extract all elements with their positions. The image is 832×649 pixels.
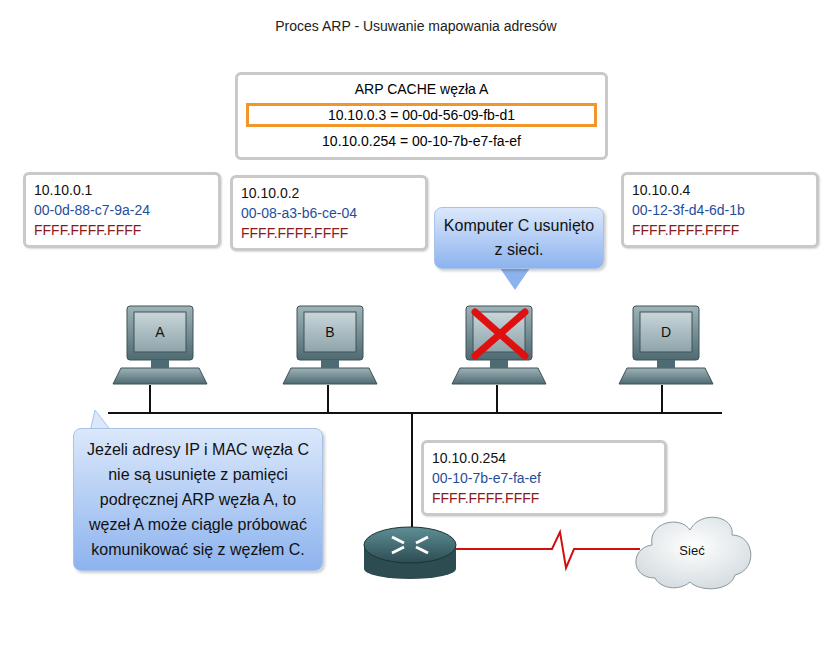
node-text: 10.10.0.4 [632, 180, 808, 200]
drop-line [411, 413, 413, 528]
diagram-title: Proces ARP - Usuwanie mapowania adresów [0, 18, 832, 34]
arp-cache-box: ARP CACHE węzła A 10.10.0.3 = 00-0d-56-09… [235, 72, 608, 160]
node-text: FFFF.FFFF.FFFF [432, 488, 656, 508]
host-info-box: 10.10.0.400-12-3f-d4-6d-1bFFFF.FFFF.FFFF [621, 172, 819, 248]
computer-icon [113, 306, 207, 384]
cloud-shape [636, 517, 751, 589]
host-info-box: 10.10.0.100-0d-88-c7-9a-24FFFF.FFFF.FFFF [23, 172, 221, 248]
computer-label: D [640, 312, 692, 352]
router-info-box: 10.10.0.25400-10-7b-e7-fa-efFFFF.FFFF.FF… [421, 440, 667, 516]
router-icon [364, 527, 456, 579]
computer-icon [619, 306, 713, 384]
network-cloud: Sieć [652, 530, 732, 570]
node-text: 00-0d-88-c7-9a-24 [34, 200, 210, 220]
node-text: B [325, 324, 334, 340]
node-text: A [155, 324, 164, 340]
node-text: ARP CACHE węzła A [246, 79, 597, 99]
callout-box: Jeżeli adresy IP i MAC węzła C nie są us… [73, 428, 323, 571]
highlighted-entry: 10.10.0.3 = 00-0d-56-09-fb-d1 [246, 103, 597, 127]
callout-pointer [500, 268, 530, 290]
node-text: 10.10.0.3 = 00-0d-56-09-fb-d1 [253, 106, 590, 124]
drop-line [327, 385, 329, 413]
node-text: FFFF.FFFF.FFFF [34, 220, 210, 240]
computer-icon [452, 306, 546, 384]
node-text: FFFF.FFFF.FFFF [241, 223, 417, 243]
drop-line [149, 385, 151, 413]
node-text: Jeżeli adresy IP i MAC węzła C nie są us… [84, 437, 312, 562]
bus-line [108, 412, 722, 414]
node-text: 00-12-3f-d4-6d-1b [632, 200, 808, 220]
serial-link [456, 532, 640, 568]
node-text: 00-08-a3-b6-ce-04 [241, 203, 417, 223]
node-text: 10.10.0.254 = 00-10-7b-e7-fa-ef [246, 131, 597, 151]
callout-box: Komputer C usunięto z sieci. [434, 207, 604, 269]
removed-cross [475, 312, 525, 356]
node-text: 10.10.0.1 [34, 180, 210, 200]
node-text: D [661, 324, 671, 340]
node-text: Sieć [679, 543, 704, 558]
node-text: 00-10-7b-e7-fa-ef [432, 468, 656, 488]
node-text: FFFF.FFFF.FFFF [632, 220, 808, 240]
node-text: 10.10.0.254 [432, 448, 656, 468]
host-info-box: 10.10.0.200-08-a3-b6-ce-04FFFF.FFFF.FFFF [230, 175, 428, 251]
computer-label: A [134, 312, 186, 352]
computer-icon [283, 306, 377, 384]
computer-label: B [304, 312, 356, 352]
drop-line [661, 385, 663, 413]
node-text: 10.10.0.2 [241, 183, 417, 203]
node-text: Komputer C usunięto z sieci. [443, 214, 595, 262]
drop-line [496, 385, 498, 413]
